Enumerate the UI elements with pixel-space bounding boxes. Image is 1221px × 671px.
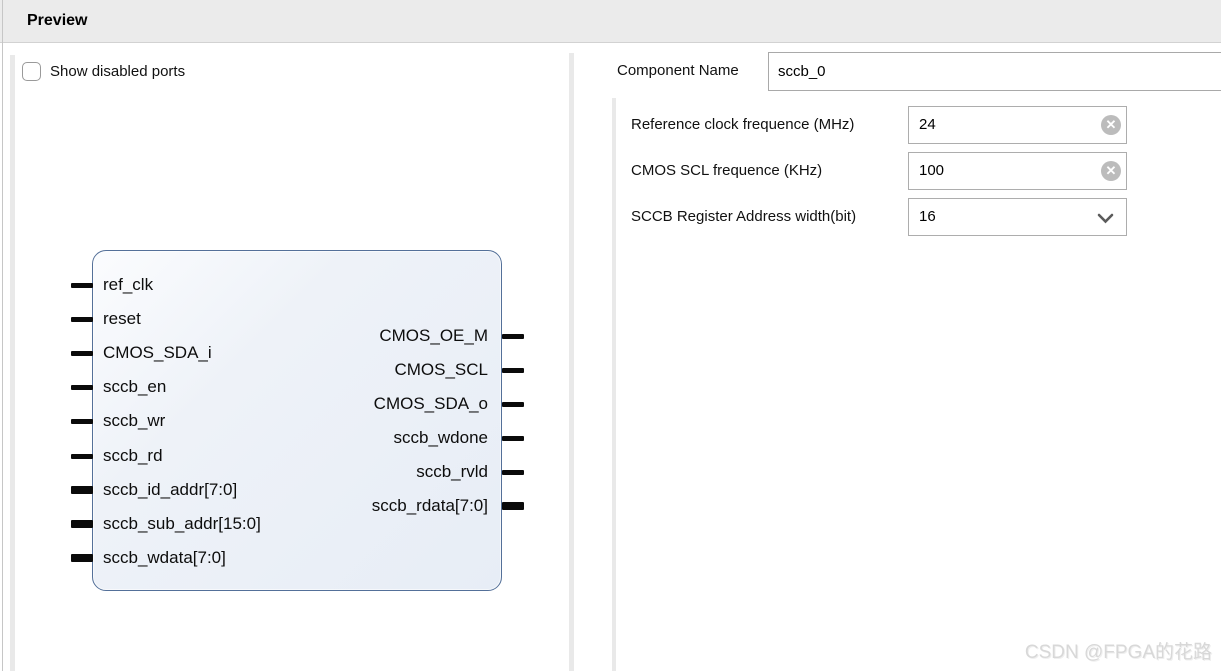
parameter-row: Reference clock frequence (MHz) 24 ✕ — [0, 106, 1221, 144]
parameter-value: 100 — [919, 162, 945, 179]
ip-block-body[interactable] — [92, 250, 502, 591]
parameter-label: Reference clock frequence (MHz) — [631, 116, 855, 133]
params-indent-line — [612, 98, 616, 671]
port-label: reset — [103, 309, 141, 328]
input-port-stub[interactable] — [71, 486, 93, 494]
clear-icon[interactable]: ✕ — [1101, 161, 1121, 181]
output-port-stub[interactable] — [502, 470, 524, 475]
parameter-row: CMOS SCL frequence (KHz) 100 ✕ — [0, 152, 1221, 190]
port-label: sccb_rd — [103, 446, 163, 465]
port-label: sccb_id_addr[7:0] — [103, 480, 238, 499]
component-name-label: Component Name — [617, 62, 739, 79]
port-label: sccb_rvld — [416, 462, 488, 481]
parameter-label: SCCB Register Address width(bit) — [631, 208, 857, 225]
input-port-stub[interactable] — [71, 283, 93, 288]
output-port-stub[interactable] — [502, 402, 524, 407]
parameter-row: SCCB Register Address width(bit) 16 — [0, 198, 1221, 236]
clear-icon[interactable]: ✕ — [1101, 115, 1121, 135]
input-port-stub[interactable] — [71, 351, 93, 356]
output-port-stub[interactable] — [502, 436, 524, 441]
port-label: sccb_wdone — [393, 428, 488, 447]
input-port-stub[interactable] — [71, 520, 93, 528]
chevron-down-icon[interactable] — [1097, 213, 1114, 224]
port-label: sccb_wdata[7:0] — [103, 548, 226, 567]
port-label: sccb_sub_addr[15:0] — [103, 514, 261, 533]
output-port-stub[interactable] — [502, 334, 524, 339]
component-name-input[interactable]: sccb_0 — [768, 52, 1221, 91]
port-label: CMOS_SDA_i — [103, 343, 212, 362]
left-edge-bar — [10, 55, 15, 671]
port-label: sccb_rdata[7:0] — [371, 496, 488, 515]
parameter-input[interactable]: 24 ✕ — [908, 106, 1127, 144]
input-port-stub[interactable] — [71, 385, 93, 390]
parameter-label: CMOS SCL frequence (KHz) — [631, 162, 823, 179]
input-port-stub[interactable] — [71, 317, 93, 322]
output-port-stub[interactable] — [502, 502, 524, 510]
csdn-watermark: CSDN @FPGA的花路 — [1024, 642, 1212, 663]
parameter-input[interactable]: 100 ✕ — [908, 152, 1127, 190]
output-port-stub[interactable] — [502, 368, 524, 373]
input-port-stub[interactable] — [71, 554, 93, 562]
parameter-value: 16 — [919, 208, 936, 225]
preview-header: Preview — [0, 0, 1221, 43]
port-label: sccb_wr — [103, 411, 166, 430]
show-disabled-ports-label: Show disabled ports — [50, 63, 186, 80]
show-disabled-ports-checkbox[interactable] — [22, 62, 41, 81]
parameter-input[interactable]: 16 — [908, 198, 1127, 236]
panel-divider[interactable] — [569, 53, 574, 671]
port-label: CMOS_SCL — [394, 360, 488, 379]
port-label: sccb_en — [103, 377, 167, 396]
port-label: ref_clk — [103, 275, 154, 294]
port-label: CMOS_SDA_o — [373, 394, 488, 413]
page-title: Preview — [27, 12, 88, 29]
window-left-border — [2, 0, 3, 671]
input-port-stub[interactable] — [71, 419, 93, 424]
port-label: CMOS_OE_M — [379, 326, 488, 345]
input-port-stub[interactable] — [71, 454, 93, 459]
ip-block-diagram: ref_clk reset CMOS_SDA_i sccb_en sccb_wr… — [71, 250, 524, 592]
parameter-value: 24 — [919, 116, 936, 133]
